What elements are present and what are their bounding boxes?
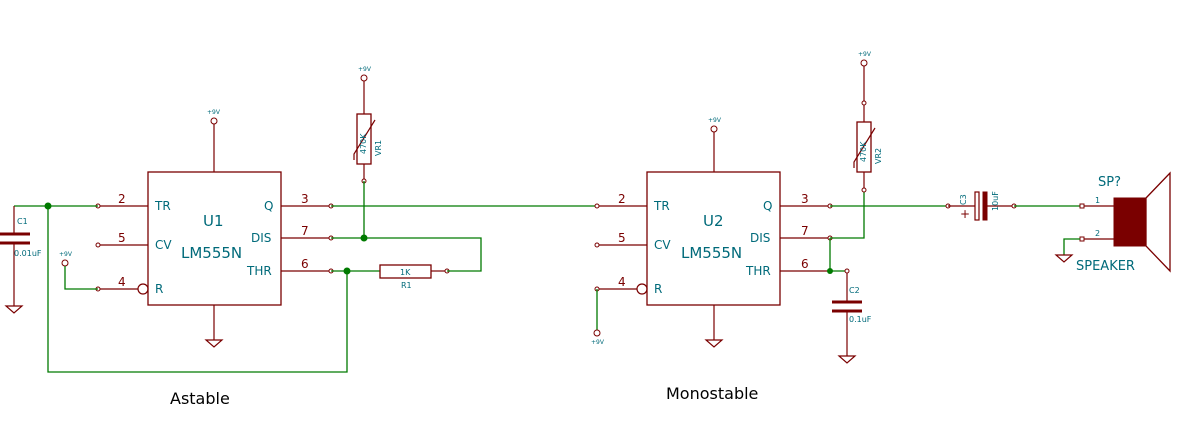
u1-ground-icon [204,305,224,348]
r1-ref: R1 [401,281,412,290]
u1-pin-q-num: 3 [301,192,309,206]
u2-power-label: +9V [708,117,722,124]
u1-pin-q: Q [264,199,273,213]
u1-pin-thr: THR [246,264,272,278]
u2-pin-dis-num: 7 [801,224,809,238]
vr2-value: 470K [859,141,868,162]
u1-power-symbol: +9V [207,109,221,172]
u2-pin-tr: TR [653,199,670,213]
power-terminal-icon [593,329,601,337]
monostable-caption: Monostable [666,384,758,403]
speaker-value: SPEAKER [1076,259,1135,274]
u2-pin-q-num: 3 [801,192,809,206]
u2-pin-r: R [654,282,662,296]
vr2-power-label: +9V [858,51,872,58]
u2-pin-tr-num: 2 [618,192,626,206]
u1-value: LM555N [181,244,242,262]
monostable-section: +9V U2 LM555N 2 TR 5 CV 4 R +9V [591,51,1171,403]
u1-pin-tr-num: 2 [118,192,126,206]
c1-capacitor-icon [0,205,98,314]
u2-pin-thr: THR [745,264,771,278]
inverting-bubble-icon [137,283,149,295]
speaker-pin2: 2 [1095,229,1100,238]
r1-resistor-icon [379,264,450,279]
u1-pin-tr: TR [154,199,171,213]
u1-pin-dis: DIS [251,231,271,245]
c3-value: 10uF [991,191,1000,211]
u1-ref: U1 [203,212,224,230]
u2-ground-icon [704,305,724,348]
c3-ref: C3 [959,194,968,205]
u2-pin-dis: DIS [750,231,770,245]
u2-reset-power-label: +9V [591,339,605,346]
junction-dot [343,267,351,275]
vr1-value: 470K [359,133,368,154]
u2-reset-power: +9V [591,289,605,346]
u1-reset-power-label: +9V [59,251,73,258]
c2-value: 0.1uF [849,315,872,324]
power-terminal-icon [860,59,868,67]
u1-pin-dis-num: 7 [301,224,309,238]
u2-value: LM555N [681,244,742,262]
c1-ref: C1 [17,217,28,226]
u2-pin-r-num: 4 [618,275,626,289]
power-terminal-icon [360,74,368,82]
u2-pin-q: Q [763,199,772,213]
vr1-ref: VR1 [374,140,383,156]
power-terminal-icon [210,117,218,125]
u2-pin-cv-num: 5 [618,231,626,245]
speaker-ref: SP? [1098,175,1121,190]
u1-pin-cv-num: 5 [118,231,126,245]
power-terminal-icon [61,259,69,267]
c1-value: 0.01uF [14,249,42,258]
u2-pin-cv: CV [654,238,671,252]
u2-ref: U2 [703,212,724,230]
astable-caption: Astable [170,389,230,408]
power-terminal-icon [710,125,718,133]
inverting-bubble-icon [636,283,648,295]
u1-pin-cv: CV [155,238,172,252]
vr1-power-label: +9V [358,66,372,73]
u1-pin-thr-num: 6 [301,257,309,271]
vr2-potentiometer-icon: +9V [853,51,876,193]
u1-reset-power: +9V [59,251,98,290]
junction-dot [827,268,833,274]
c3-capacitor-icon [945,191,1017,221]
u2-power-symbol: +9V [708,117,722,172]
u1-power-label: +9V [207,109,221,116]
speaker-pin1: 1 [1095,196,1100,205]
vr2-ref: VR2 [874,148,883,164]
c2-ref: C2 [849,286,860,295]
c3-polarity: + [960,207,970,221]
u2-pin-thr-num: 6 [801,257,809,271]
speaker-icon [1079,171,1171,273]
u1-pin-r-num: 4 [118,275,126,289]
speaker-ground-icon [1054,254,1074,263]
u1-pin-r: R [155,282,163,296]
r1-value: 1K [400,268,411,277]
vr1-potentiometer-icon: +9V [353,66,376,238]
c2-capacitor-icon [832,268,862,364]
astable-section: +9V U1 LM555N 2 TR 5 CV 4 R 3 Q [0,66,482,408]
